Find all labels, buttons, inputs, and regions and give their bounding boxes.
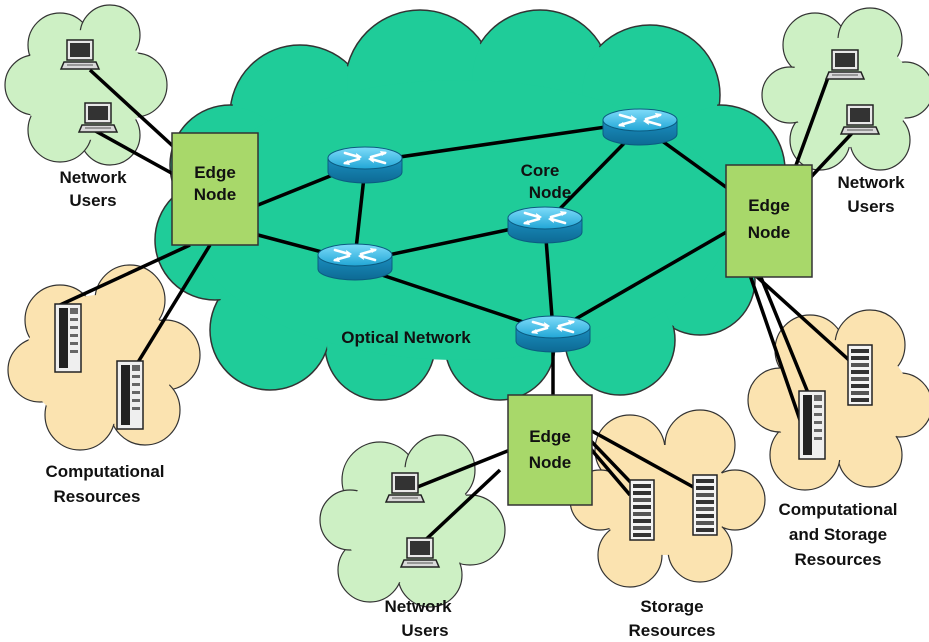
- computer-icon[interactable]: [60, 39, 100, 70]
- edge-node-left-line2: Node: [194, 185, 237, 204]
- users-bottom-label-line2: Users: [401, 621, 448, 640]
- router-icon: [514, 314, 592, 354]
- router-icon: [316, 242, 394, 282]
- router-icon: [601, 107, 679, 147]
- computer-icon[interactable]: [385, 472, 425, 503]
- router-icon: [326, 145, 404, 185]
- storage-bottom-label-line2: Resources: [629, 621, 716, 640]
- users-bottom-label-line1: Network: [384, 597, 452, 616]
- router-icon: [506, 205, 584, 245]
- router-core[interactable]: [506, 205, 584, 245]
- edge-node-bottom-line1: Edge: [529, 427, 571, 446]
- computer-icon[interactable]: [78, 102, 118, 133]
- computer-icon[interactable]: [825, 49, 865, 80]
- comp-left-label-line2: Resources: [54, 487, 141, 506]
- computer-icon[interactable]: [400, 537, 440, 568]
- comp-storage-right-label-line2: and Storage: [789, 525, 887, 544]
- users-left-label-line2: Users: [69, 191, 116, 210]
- edge-node-bottom-line2: Node: [529, 453, 572, 472]
- storage-bottom-label-line1: Storage: [640, 597, 703, 616]
- edge-node-bottom[interactable]: Edge Node: [507, 394, 593, 506]
- comp-left-label-line1: Computational: [46, 462, 165, 481]
- tower-server-icon[interactable]: [798, 390, 826, 460]
- server-rack-icon[interactable]: [629, 479, 655, 541]
- tower-server-icon[interactable]: [54, 303, 82, 373]
- computer-icon[interactable]: [840, 104, 880, 135]
- core-node-label-line2: Node: [529, 183, 572, 202]
- users-right-label-line2: Users: [847, 197, 894, 216]
- edge-node-right-line1: Edge: [748, 196, 790, 215]
- users-left-label-line1: Network: [59, 168, 127, 187]
- tower-server-icon[interactable]: [116, 360, 144, 430]
- comp-storage-right-label-line3: Resources: [795, 550, 882, 569]
- edge-node-left-line1: Edge: [194, 163, 236, 182]
- core-node-label-line1: Core: [521, 161, 560, 180]
- server-rack-icon[interactable]: [847, 344, 873, 406]
- router-top-left[interactable]: [326, 145, 404, 185]
- router-mid-left[interactable]: [316, 242, 394, 282]
- comp-storage-right-label-line1: Computational: [779, 500, 898, 519]
- optical-network-label: Optical Network: [341, 328, 471, 347]
- edge-node-right-line2: Node: [748, 223, 791, 242]
- users-right-label-line1: Network: [837, 173, 905, 192]
- optical-network-cloud-fill: [157, 12, 783, 398]
- router-top-right[interactable]: [601, 107, 679, 147]
- server-rack-icon[interactable]: [692, 474, 718, 536]
- edge-node-right[interactable]: Edge Node: [725, 164, 813, 278]
- edge-node-left[interactable]: Edge Node: [171, 132, 259, 246]
- router-bottom[interactable]: [514, 314, 592, 354]
